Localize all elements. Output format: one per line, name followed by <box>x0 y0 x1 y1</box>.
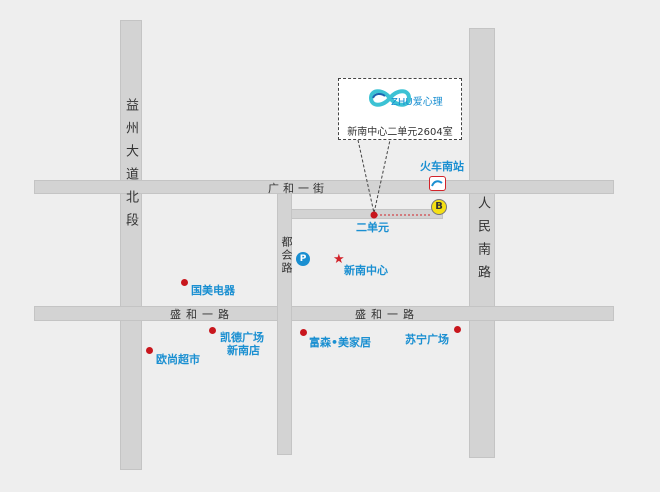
poi-kaide-line2: 新南店 <box>227 344 260 357</box>
poi-suning: 苏宁广场 <box>405 333 449 346</box>
callout-address: 新南中心二单元2604室 <box>347 127 453 138</box>
poi-gome: 国美电器 <box>191 284 235 297</box>
road-duhui <box>277 193 292 455</box>
poi-train-station: 火车南站 <box>420 160 464 173</box>
logo-text: ZHU爱心理 <box>391 97 443 108</box>
poi-dot-gome <box>181 279 188 286</box>
road-renmin-south <box>469 28 495 458</box>
poi-dot-suning <box>454 326 461 333</box>
poi-oushang: 欧尚超市 <box>156 353 200 366</box>
star-icon: ★ <box>333 252 345 267</box>
poi-fusen: 富森•美家居 <box>309 336 372 349</box>
road-guanghe <box>34 180 614 194</box>
poi-dot-fusen <box>300 329 307 336</box>
road-label-yizhou: 益州大道北段 <box>123 98 138 236</box>
logo-infinity-icon <box>368 89 412 107</box>
road-label-renmin-south: 人民南路 <box>475 196 490 288</box>
poi-unit2: 二单元 <box>356 221 389 234</box>
road-yizhou <box>120 20 142 470</box>
parking-icon: P <box>296 252 310 266</box>
road-label-shenghe-left: 盛和一路 <box>170 308 234 321</box>
poi-dot-kaide <box>209 327 216 334</box>
road-label-shenghe-right: 盛和一路 <box>355 308 419 321</box>
road-label-duhui: 都会路 <box>280 236 293 275</box>
poi-dot-oushang <box>146 347 153 354</box>
bus-stop-icon: B <box>431 199 447 215</box>
road-label-guanghe: 广和一街 <box>268 182 328 195</box>
address-callout: ZHU爱心理 新南中心二单元2604室 <box>338 78 462 140</box>
road-shenghe <box>34 306 614 321</box>
poi-xinnan-center: 新南中心 <box>344 264 388 277</box>
train-station-icon <box>429 176 446 191</box>
poi-kaide-line1: 凯德广场 <box>220 331 264 344</box>
